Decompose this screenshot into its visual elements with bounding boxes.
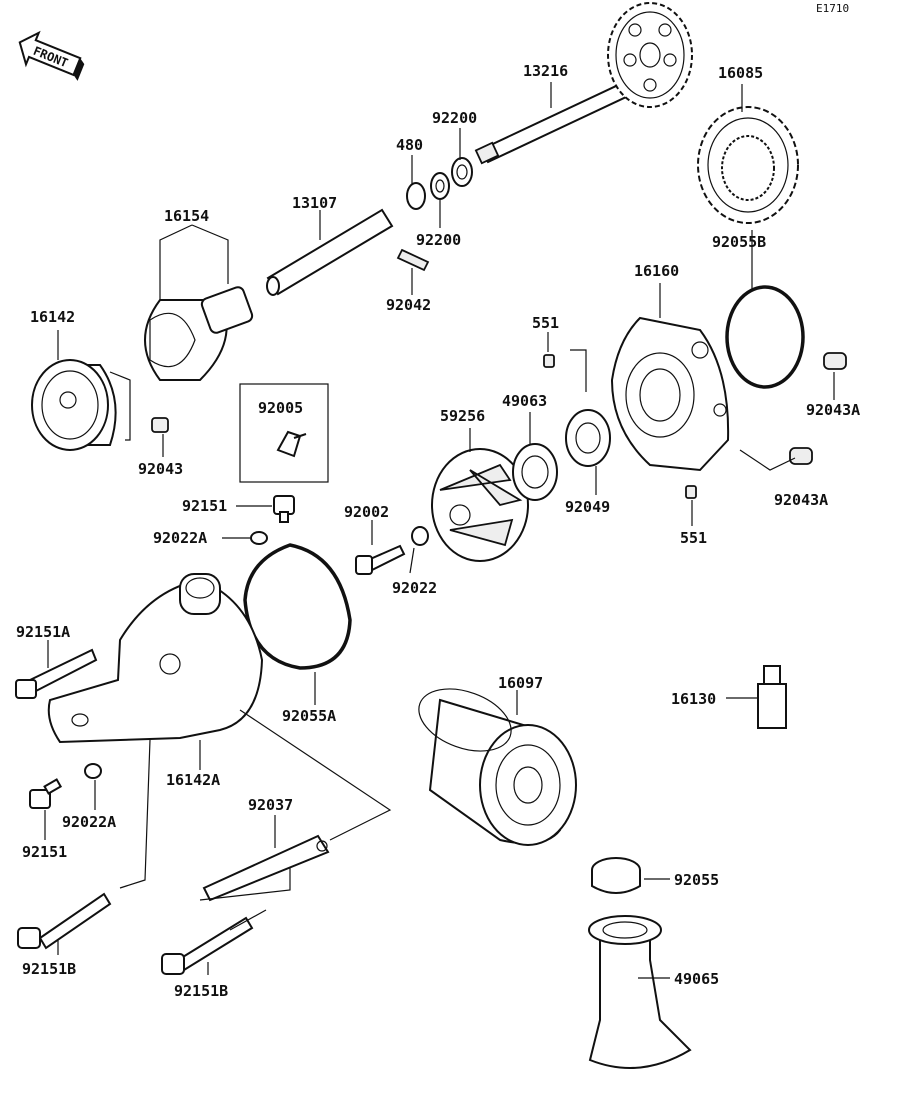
dowel-92043A-b <box>789 447 813 465</box>
label-92055A: 92055A <box>282 707 336 725</box>
dowel-551-a <box>543 354 555 368</box>
bolt-92151A <box>15 648 98 699</box>
label-92049: 92049 <box>565 498 610 516</box>
label-92151B-left: 92151B <box>22 960 76 978</box>
label-49065: 49065 <box>674 970 719 988</box>
label-16130: 16130 <box>671 690 716 708</box>
washer-92200-b <box>430 172 450 200</box>
label-59256: 59256 <box>440 407 485 425</box>
seal-49063 <box>512 443 558 501</box>
rotor-16154 <box>144 286 254 381</box>
bolt-92002 <box>355 544 406 575</box>
label-92151-bottom: 92151 <box>22 843 67 861</box>
housing-16160 <box>610 316 730 472</box>
label-92151A: 92151A <box>16 623 70 641</box>
label-16142: 16142 <box>30 308 75 326</box>
fitting-16130 <box>757 665 787 729</box>
dowel-92043A-a <box>823 352 847 370</box>
pin-92042 <box>396 248 430 272</box>
label-13107: 13107 <box>292 194 337 212</box>
label-92043: 92043 <box>138 460 183 478</box>
washer-92022 <box>411 526 429 546</box>
front-arrow-icon: FRONT <box>18 30 85 81</box>
bolt-92151B-b <box>161 916 254 975</box>
label-92037: 92037 <box>248 796 293 814</box>
label-92055: 92055 <box>674 871 719 889</box>
impeller-59256 <box>431 448 529 562</box>
label-92022A-bottom: 92022A <box>62 813 116 831</box>
label-92022A-top: 92022A <box>153 529 207 547</box>
label-92022: 92022 <box>392 579 437 597</box>
label-480: 480 <box>396 136 423 154</box>
fitting-92005-box <box>239 383 329 483</box>
oring-92055B <box>725 285 805 389</box>
label-92002: 92002 <box>344 503 389 521</box>
drive-gear <box>607 2 693 108</box>
pump-body-16142 <box>31 359 117 451</box>
washer-92200-a <box>451 157 473 187</box>
label-92151-top: 92151 <box>182 497 227 515</box>
dowel-92043 <box>151 417 169 433</box>
washer-92022A-top <box>250 531 268 545</box>
label-92200-top: 92200 <box>432 109 477 127</box>
label-92043A-bottom: 92043A <box>774 491 828 509</box>
cap-92055 <box>591 857 641 894</box>
label-16160: 16160 <box>634 262 679 280</box>
bracket-92037 <box>202 834 330 902</box>
gear-16085 <box>697 106 799 224</box>
dowel-551-b <box>685 485 697 499</box>
oil-filter-16097 <box>418 688 577 846</box>
label-92200-bottom: 92200 <box>416 231 461 249</box>
label-92055B: 92055B <box>712 233 766 251</box>
bolt-92151-lower <box>29 778 63 809</box>
shaft-13216 <box>474 68 660 165</box>
label-16085: 16085 <box>718 64 763 82</box>
washer-92022A-lower <box>84 763 102 779</box>
gasket-92055A <box>243 543 352 670</box>
label-16097: 16097 <box>498 674 543 692</box>
label-16154: 16154 <box>164 207 209 225</box>
label-92042: 92042 <box>386 296 431 314</box>
label-16142A: 16142A <box>166 771 220 789</box>
label-92151B-right: 92151B <box>174 982 228 1000</box>
bolt-92151B-a <box>17 892 112 950</box>
pump-cover-16142A <box>47 573 264 744</box>
label-551-bottom: 551 <box>680 529 707 547</box>
shaft-13107 <box>266 208 394 296</box>
label-92043A-top: 92043A <box>806 401 860 419</box>
label-92005: 92005 <box>258 399 303 417</box>
label-49063: 49063 <box>502 392 547 410</box>
circlip-480 <box>406 182 426 210</box>
bolt-92151-top <box>273 495 295 523</box>
part-labels: 13216 16085 92200 480 92200 16154 13107 … <box>16 62 860 1000</box>
leader-lines <box>44 82 835 979</box>
label-13216: 13216 <box>523 62 568 80</box>
label-551-top: 551 <box>532 314 559 332</box>
strainer-49065 <box>588 915 692 1069</box>
diagram-code: E1710 <box>816 2 849 15</box>
bearing-92049 <box>565 409 611 467</box>
